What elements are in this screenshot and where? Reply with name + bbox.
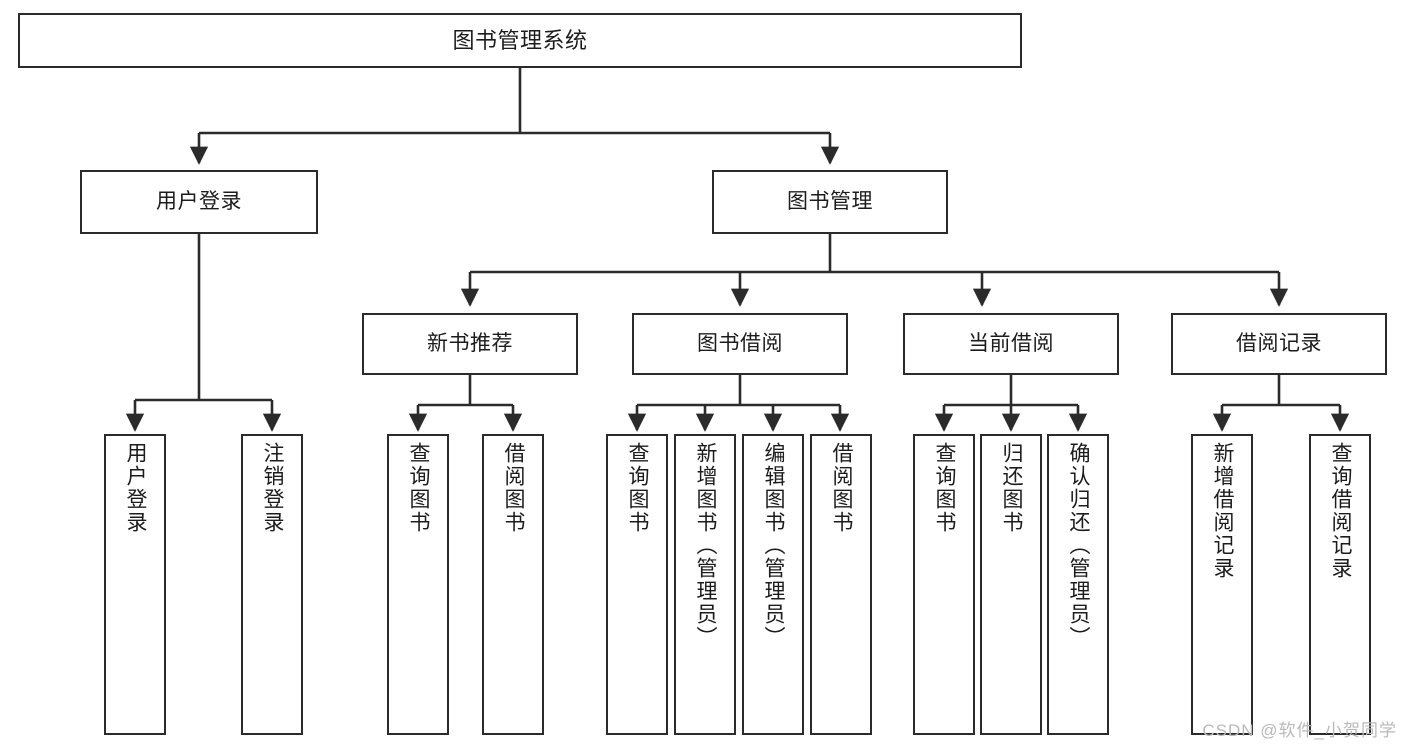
node-label: 当前借阅 (968, 331, 1054, 355)
watermark: CSDN @软件_小贺同学 (1202, 721, 1397, 740)
node-label: 借阅图书 (502, 442, 526, 534)
leaf-current-borrow-return[interactable]: 归还图书 (980, 434, 1042, 735)
node-user-login[interactable]: 用户登录 (80, 170, 318, 234)
leaf-current-borrow-confirm-return-admin[interactable]: 确认归还（管理员） (1047, 434, 1109, 735)
node-label: 编辑图书（管理员） (762, 442, 786, 649)
node-label: 归还图书 (1000, 442, 1024, 534)
leaf-current-borrow-search[interactable]: 查询图书 (913, 434, 975, 735)
leaf-book-borrow-edit-admin[interactable]: 编辑图书（管理员） (742, 434, 804, 735)
leaf-record-add[interactable]: 新增借阅记录 (1191, 434, 1253, 735)
node-label: 图书借阅 (697, 331, 783, 355)
node-label: 查询图书 (933, 442, 957, 534)
node-book-borrowing[interactable]: 图书借阅 (632, 313, 848, 375)
node-label: 新增借阅记录 (1211, 442, 1235, 580)
node-label: 用户登录 (124, 442, 148, 534)
node-borrowing-record[interactable]: 借阅记录 (1171, 313, 1387, 375)
node-label: 新书推荐 (427, 331, 513, 355)
node-label: 图书管理系统 (452, 27, 588, 53)
leaf-book-borrow-borrow[interactable]: 借阅图书 (810, 434, 872, 735)
node-label: 借阅记录 (1236, 331, 1322, 355)
leaf-book-borrow-search[interactable]: 查询图书 (606, 434, 668, 735)
node-label: 图书管理 (787, 189, 873, 213)
node-label: 查询图书 (407, 442, 431, 534)
node-label: 查询借阅记录 (1329, 442, 1353, 580)
node-label: 查询图书 (626, 442, 650, 534)
leaf-user-login-signin[interactable]: 用户登录 (104, 434, 166, 735)
leaf-user-login-signout[interactable]: 注销登录 (241, 434, 303, 735)
node-root-library-system[interactable]: 图书管理系统 (18, 13, 1022, 68)
leaf-new-book-borrow[interactable]: 借阅图书 (482, 434, 544, 735)
leaf-new-book-search[interactable]: 查询图书 (387, 434, 449, 735)
node-book-management[interactable]: 图书管理 (712, 170, 948, 234)
node-current-borrowing[interactable]: 当前借阅 (903, 313, 1119, 375)
node-label: 借阅图书 (830, 442, 854, 534)
node-label: 注销登录 (261, 442, 285, 534)
leaf-record-search[interactable]: 查询借阅记录 (1309, 434, 1371, 735)
leaf-book-borrow-add-admin[interactable]: 新增图书（管理员） (674, 434, 736, 735)
node-label: 用户登录 (156, 189, 242, 213)
node-label: 确认归还（管理员） (1067, 442, 1091, 649)
node-new-book-recommendation[interactable]: 新书推荐 (362, 313, 578, 375)
node-label: 新增图书（管理员） (694, 442, 718, 649)
